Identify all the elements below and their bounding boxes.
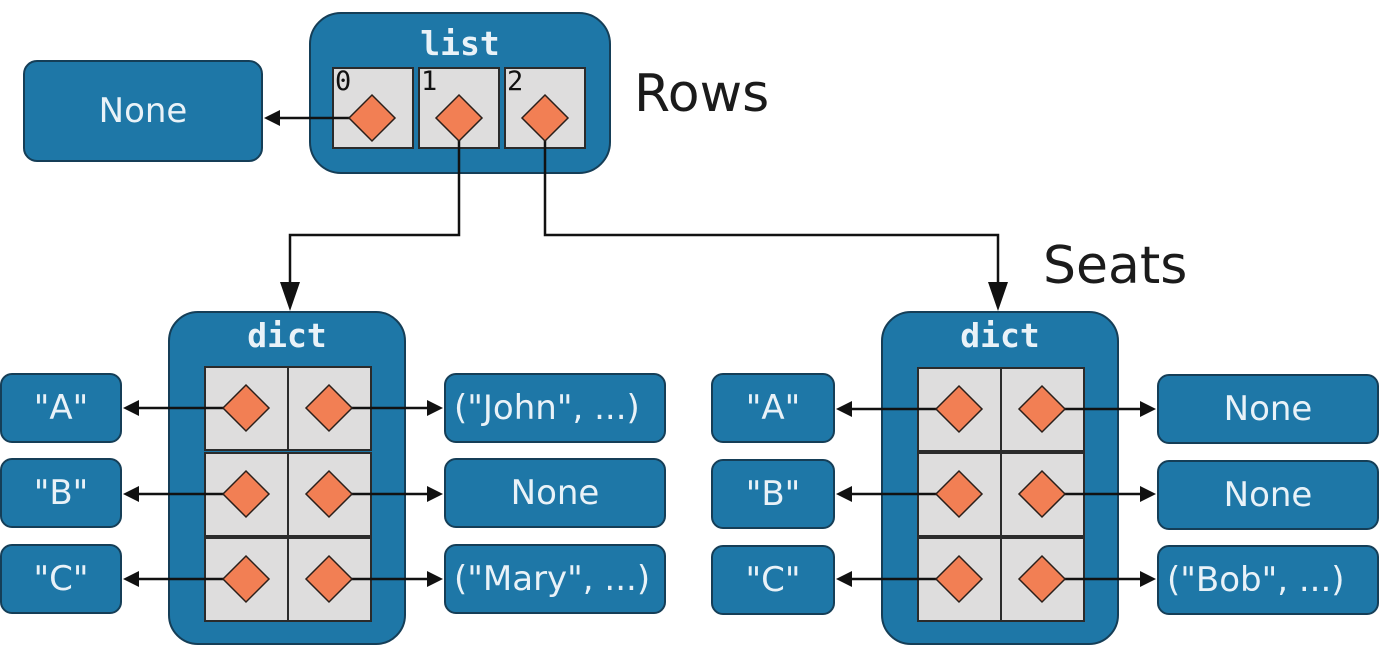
dict1-key-a: "A" (0, 373, 122, 443)
arrowhead-dict1-value-b (427, 486, 443, 502)
connector-list-1 (288, 118, 461, 284)
seats-label: Seats (1043, 236, 1188, 296)
list-index-0: 0 (335, 66, 352, 97)
pointer-diamond-dict1-value-c (304, 554, 354, 604)
dict2-value-a: None (1157, 374, 1379, 444)
arrowhead-dict1-key-b (123, 486, 139, 502)
dict1-value-a: ("John", ...) (444, 373, 666, 443)
pointer-diamond-dict1-value-a (304, 383, 354, 433)
pointer-diamond-dict1-key-a (221, 383, 271, 433)
pointer-diamond-dict2-key-c (934, 554, 984, 604)
arrowhead-dict1-key-a (123, 400, 139, 416)
arrowhead-dict2-value-a (1140, 401, 1156, 417)
pointer-diamond-dict2-value-a (1017, 384, 1067, 434)
pointer-diamond-dict1-key-c (221, 554, 271, 604)
arrowhead-list-1 (280, 282, 300, 311)
pointer-diamond-list-1 (434, 93, 484, 143)
pointer-diamond-dict1-key-b (221, 469, 271, 519)
arrowhead-list-2 (988, 282, 1008, 311)
pointer-diamond-dict2-key-b (934, 469, 984, 519)
arrowhead-dict2-key-c (836, 571, 852, 587)
arrowhead-list-0 (264, 110, 280, 126)
dict-title-row-2: dict (960, 316, 1040, 355)
pointer-diamond-dict2-value-c (1017, 554, 1067, 604)
arrowhead-dict2-key-b (836, 486, 852, 502)
arrowhead-dict2-value-c (1140, 571, 1156, 587)
list-index-2: 2 (507, 66, 524, 97)
pointer-diamond-dict1-value-b (304, 469, 354, 519)
list-title: list (420, 24, 500, 63)
dict-title-row-1: dict (247, 316, 327, 355)
dict2-key-c: "C" (711, 545, 835, 615)
dict1-key-c: "C" (0, 544, 122, 614)
dict1-value-b: None (444, 458, 666, 528)
arrowhead-dict2-key-a (836, 401, 852, 417)
dict2-key-b: "B" (711, 459, 835, 529)
arrowhead-dict1-key-c (123, 571, 139, 587)
dict2-key-a: "A" (711, 373, 835, 443)
dict2-value-c: ("Bob", ...) (1157, 545, 1379, 615)
pointer-diamond-dict2-value-b (1017, 469, 1067, 519)
arrowhead-dict1-value-c (427, 571, 443, 587)
pointer-diamond-list-0 (347, 93, 397, 143)
connector-list-2 (543, 118, 1000, 284)
dict1-key-b: "B" (0, 458, 122, 528)
arrowhead-dict1-value-a (427, 400, 443, 416)
pointer-diamond-list-2 (520, 93, 570, 143)
arrowhead-dict2-value-b (1140, 486, 1156, 502)
pointer-diamond-dict2-key-a (934, 384, 984, 434)
dict1-value-c: ("Mary", ...) (444, 544, 666, 614)
none-box-list-item-0: None (23, 60, 263, 162)
dict2-value-b: None (1157, 460, 1379, 530)
rows-label: Rows (634, 64, 770, 124)
list-index-1: 1 (421, 66, 438, 97)
